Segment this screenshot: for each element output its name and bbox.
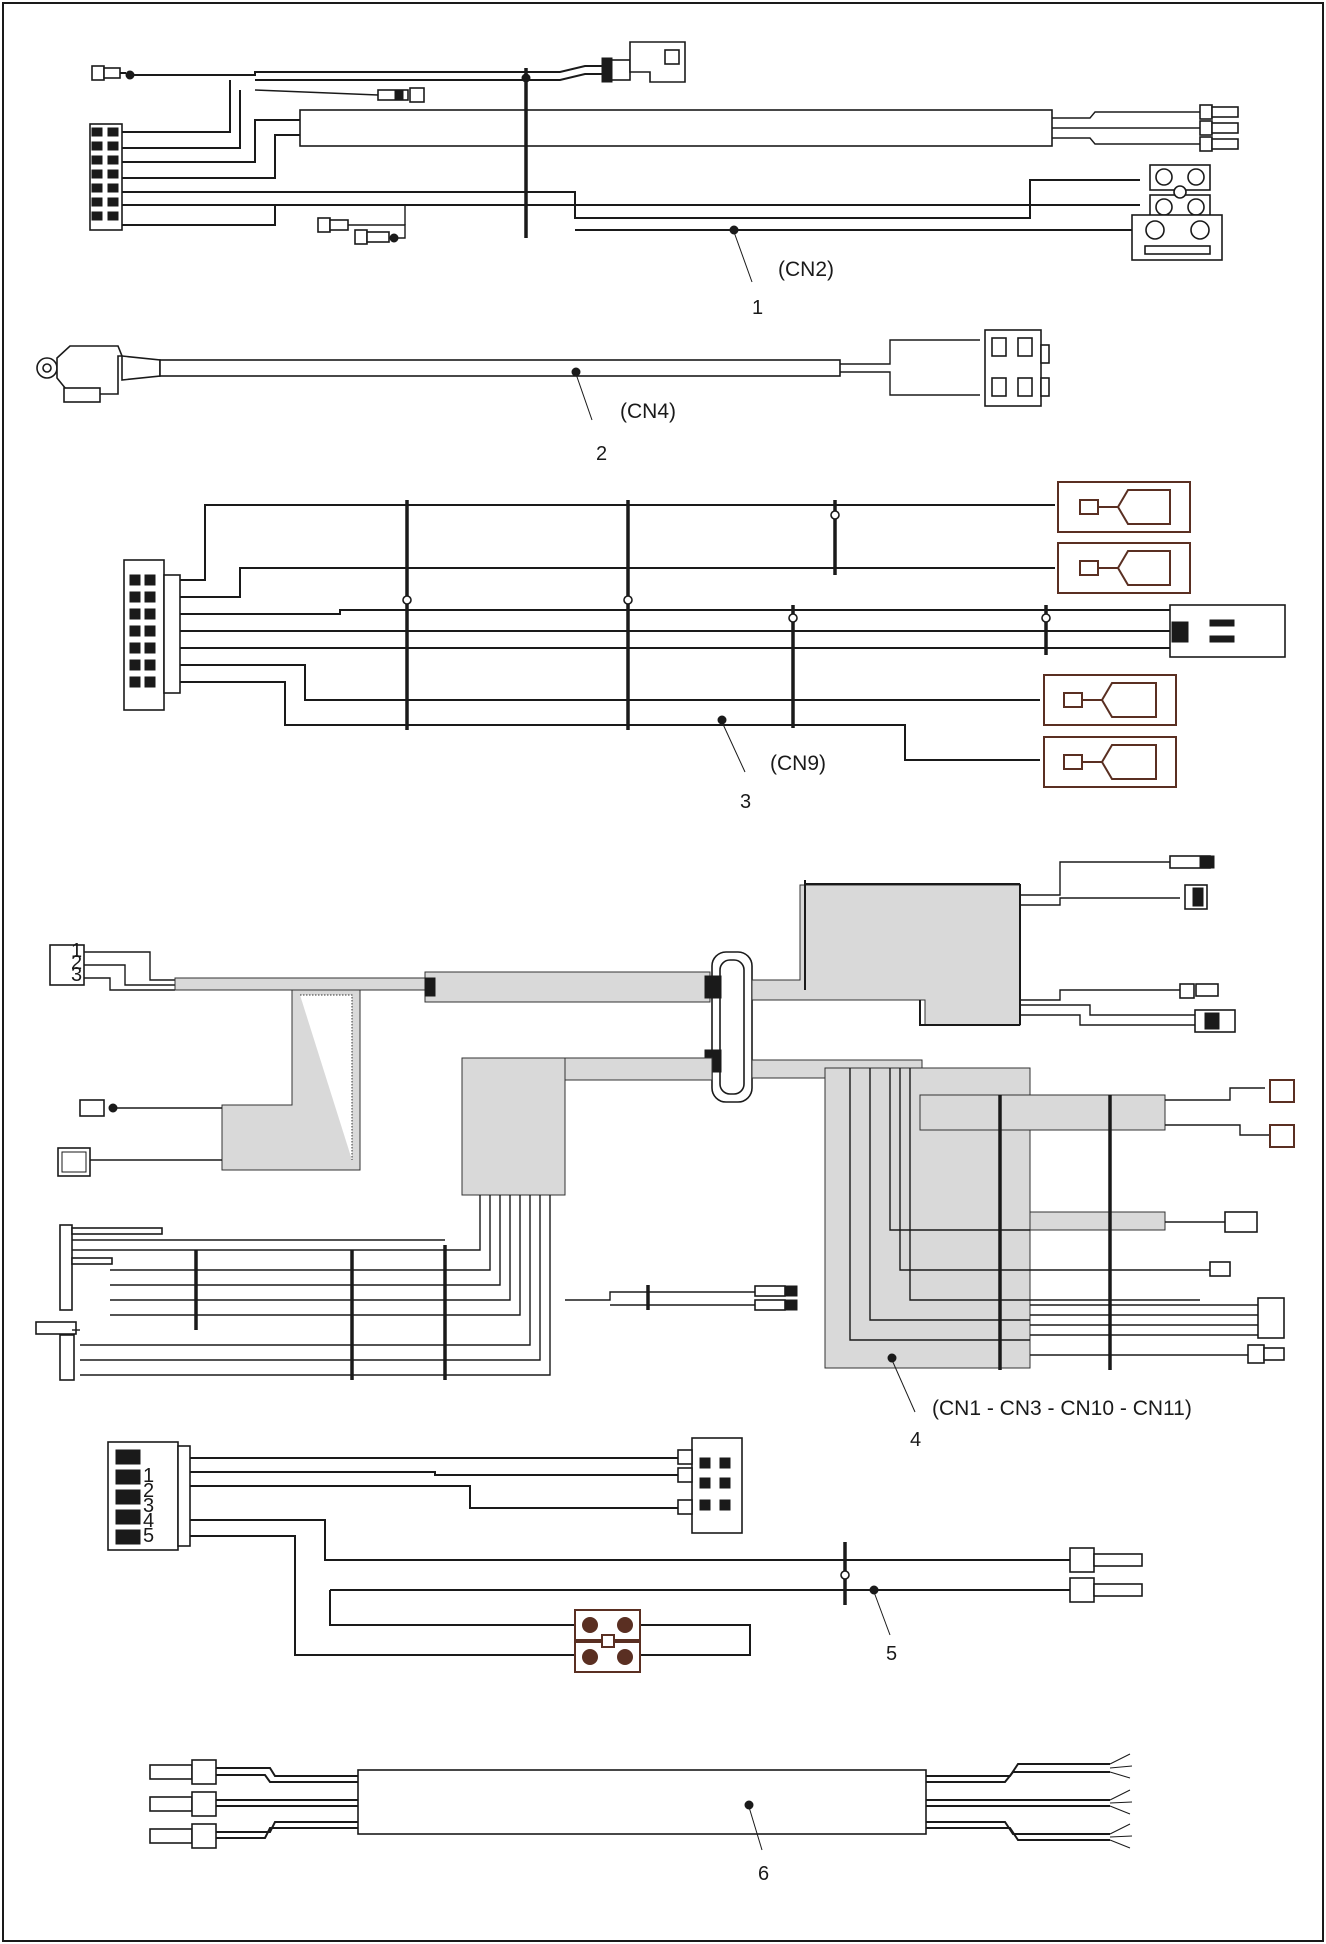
harness-6: 6 [149,1753,1133,1885]
top-connector [601,41,686,83]
harness-3: (CN9) 3 [123,481,1286,813]
eyelet-connector [36,345,161,403]
harness-2-connector-label: (CN4) [620,400,676,423]
h4-top-connectors [1169,855,1236,1033]
harness-5: 1 2 3 4 5 [107,1437,1143,1673]
h4-pin-3: 3 [71,964,82,986]
h3-connector-d [1043,674,1177,726]
h6-ferrules [149,1759,217,1849]
harness-3-connector-label: (CN9) [770,752,826,775]
terminal-block [1131,164,1223,261]
harness-4: 1 2 3 [35,855,1295,1451]
h3-connector-b [1057,542,1191,594]
h4-left-multipin [35,1224,163,1381]
left-multipin-block [89,123,123,231]
harness-6-number: 6 [758,1863,769,1885]
harness-1-number: 1 [752,297,763,319]
h3-connector-e [1043,736,1177,788]
h5-square-connector [677,1437,743,1534]
h4-left-socket [57,1147,91,1177]
mid-terminals [317,217,399,245]
h5-5pin-connector: 1 2 3 4 5 [107,1441,191,1551]
relay-connector [984,329,1050,407]
spade-terminals [1199,104,1239,152]
harness-2: (CN4) 2 [36,329,1050,465]
h5-pin-3: 3 [143,1495,154,1517]
h5-terminal-block [574,1609,641,1673]
harness-2-sleeve [159,359,841,377]
h6-wire-ends [1109,1753,1133,1849]
harness-4-number: 4 [910,1429,921,1451]
h4-3pin-connector: 1 2 3 [49,940,85,986]
harness-4-connector-label: (CN1 - CN3 - CN10 - CN11) [932,1397,1192,1420]
h4-small-terminals [754,1285,798,1311]
h4-pin-2: 2 [71,952,82,974]
h5-pin-1: 1 [143,1465,154,1487]
h5-ferrules [1069,1547,1143,1603]
h3-connector-a [1057,481,1191,533]
h5-pin-4: 4 [143,1510,154,1532]
harness-2-number: 2 [596,443,607,465]
harness-1-connector-label: (CN2) [778,258,834,281]
h4-right-connectors [1209,1079,1295,1364]
ring-terminal [91,65,135,81]
harness-3-left-connector [123,559,181,711]
harness-5-number: 5 [886,1643,897,1665]
h5-pin-5: 5 [143,1525,154,1547]
harness-3-number: 3 [740,791,751,813]
h5-pin-2: 2 [143,1480,154,1502]
h4-left-terminal [79,1099,118,1117]
h4-pin-1: 1 [71,940,82,962]
h3-connector-c [1169,604,1286,658]
grommet-upper [704,951,753,1103]
plug-connector [377,87,425,103]
harness-1: (CN2) 1 [89,41,1239,319]
harness-6-sleeve [357,1769,927,1835]
harness-1-sleeve [299,109,1053,147]
